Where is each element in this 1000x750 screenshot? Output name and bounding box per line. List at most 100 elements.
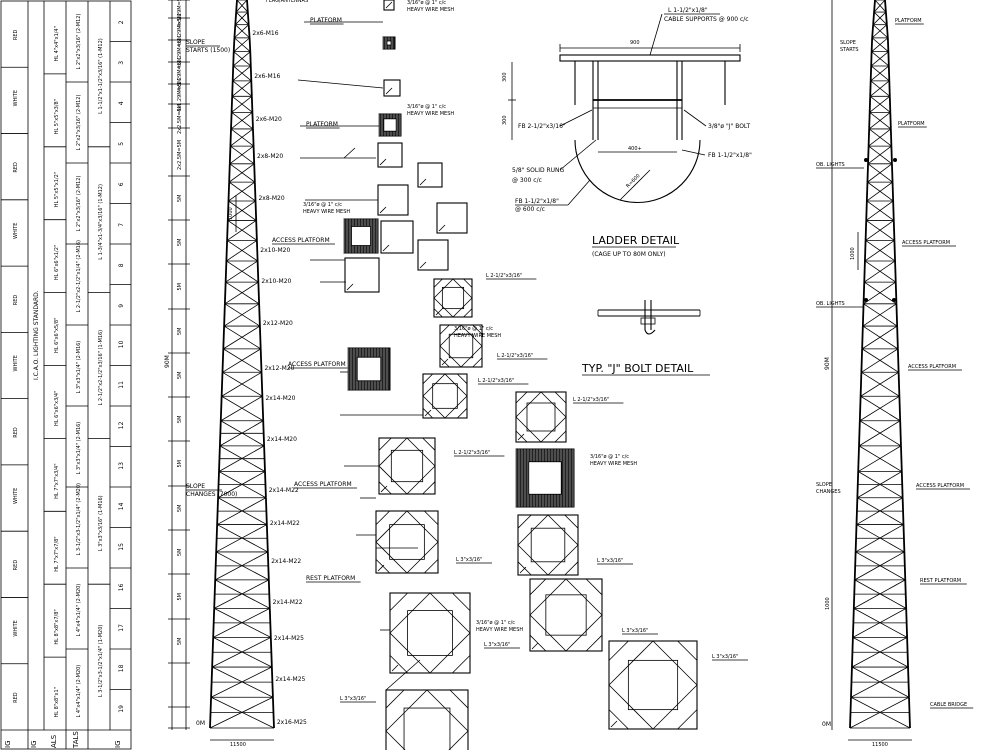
tower-diagonal — [870, 65, 890, 82]
tower-leg — [229, 128, 232, 147]
table-brace-2: L 2"x2"x3/16" (2-M12) — [76, 176, 82, 232]
tower-leg — [897, 372, 901, 397]
mesh-opening-top — [386, 40, 392, 46]
plan-diag — [429, 592, 471, 634]
tower-diagonal — [223, 303, 260, 327]
plan-diag — [375, 510, 408, 543]
main-bolt-14: 2x14-M22 — [273, 599, 303, 606]
plan-ladder — [382, 244, 390, 252]
table-section-9: 9 — [118, 304, 125, 308]
tower-leg — [232, 51, 235, 66]
jbolt-detail: TYP. "J" BOLT DETAIL — [581, 300, 710, 376]
tower-leg — [866, 163, 869, 183]
table-leg-9: HL 8"x8"x1" — [54, 687, 60, 718]
tower-diagonal — [861, 348, 899, 373]
table-leg-3: HL 6"x6"x1/2" — [54, 245, 60, 280]
mesh-note-1: 3/16"ø @ 1" c/c — [407, 104, 446, 110]
table-leg-0: HL 4"x4"x1/4" — [54, 26, 60, 61]
tower-leg — [885, 24, 889, 38]
plan-frame — [417, 239, 449, 271]
table-color-2: RED — [13, 162, 19, 173]
tower-leg — [253, 163, 256, 183]
tower-leg — [868, 96, 872, 113]
ladder-title: LADDER DETAIL — [592, 234, 680, 247]
mesh-note-3: 3/16"ø @ 1" c/c — [454, 326, 493, 332]
plan-corner — [433, 278, 443, 288]
tower-leg — [211, 637, 215, 668]
plan-inner — [407, 610, 453, 656]
plan-corner — [424, 559, 439, 574]
plan-corner — [554, 430, 567, 443]
table-hbrace-1: L 1-3/4"x1-3/4"x3/16" (1-M12) — [98, 184, 104, 260]
plan-section-3 — [378, 113, 402, 137]
tower-leg — [863, 260, 866, 283]
table-bottom-3: TALS — [72, 731, 80, 749]
table-hbrace-4: L 3-1/2"x3-1/2"x1/4" (1-M20) — [98, 625, 104, 698]
table-section-18: 18 — [118, 664, 125, 672]
ladder-cable-support: CABLE SUPPORTS @ 900 c/c — [664, 16, 749, 23]
plan-inner — [627, 659, 679, 711]
plan-diag — [515, 416, 542, 443]
tower-diagonal — [224, 281, 259, 305]
tower-diagonal — [225, 260, 258, 283]
mesh-note-b-0: HEAVY WIRE MESH — [407, 7, 454, 13]
table-hbrace-3: L 3"x3"x3/16" (1-M16) — [98, 495, 104, 551]
plan-inner — [545, 594, 587, 636]
plan-frame — [377, 142, 403, 168]
ladder-dim-400: 400+ — [628, 146, 642, 152]
plan-section-24 — [385, 689, 469, 750]
plan-corner — [457, 408, 468, 419]
plan-ladder — [380, 485, 388, 493]
right-access-3: ACCESS PLATFORM — [916, 483, 964, 489]
tower-leg — [865, 182, 869, 202]
plan-section-4 — [377, 142, 403, 168]
plan-diag — [452, 278, 473, 299]
table-color-10: RED — [13, 692, 19, 703]
table-color-1: WHITE — [13, 90, 19, 106]
table-bottom-2: ALS — [50, 734, 58, 748]
tower-diagonal — [235, 0, 248, 13]
main-height-15: 5M — [177, 549, 183, 557]
plan-diag — [406, 510, 439, 543]
tower-leg — [228, 163, 231, 183]
table-section-15: 15 — [118, 543, 125, 551]
plan-frame — [436, 202, 468, 234]
tower-leg — [899, 420, 902, 446]
plat-2: PLATFORM — [306, 121, 338, 128]
mesh-note-2: 3/16"ø @ 1" c/c — [303, 202, 342, 208]
table-color-4: RED — [13, 295, 19, 306]
tower-leg — [226, 220, 229, 241]
tower-leg — [896, 348, 900, 373]
plan-section-20 — [517, 514, 579, 576]
tower-leg — [226, 200, 230, 221]
mesh-opening-top — [383, 118, 397, 132]
tower-diagonal — [867, 163, 893, 183]
plan-inner — [390, 449, 424, 483]
tower-leg — [227, 182, 231, 202]
tower-diagonal — [226, 240, 258, 262]
table-brace-0: L 2"x2"x3/16" (2-M12) — [76, 14, 82, 70]
tower-leg — [898, 396, 902, 421]
tower-leg — [901, 497, 905, 525]
tower-leg — [258, 326, 262, 349]
tower-leg — [891, 163, 894, 183]
plat-6: REST PLATFORM — [306, 575, 355, 582]
tower-diagonal — [861, 348, 899, 373]
tower-diagonal — [859, 395, 900, 422]
plan-section-8 — [343, 218, 379, 254]
tower-diagonal — [869, 80, 890, 97]
tower-leg — [890, 146, 893, 164]
main-slope-starts: SLOPE — [186, 39, 205, 46]
tower-diagonal — [221, 371, 262, 397]
plan-corner — [564, 514, 579, 529]
plan-frame — [383, 79, 401, 97]
plan-frame — [517, 514, 579, 576]
tower-leg — [231, 80, 234, 97]
plan-section-9 — [380, 220, 414, 254]
main-height-16: 5M — [177, 593, 183, 601]
tower-leg — [251, 112, 254, 129]
tower-diagonal — [861, 371, 900, 397]
tower-diagonal — [226, 260, 259, 283]
tower-diagonal — [235, 11, 249, 25]
